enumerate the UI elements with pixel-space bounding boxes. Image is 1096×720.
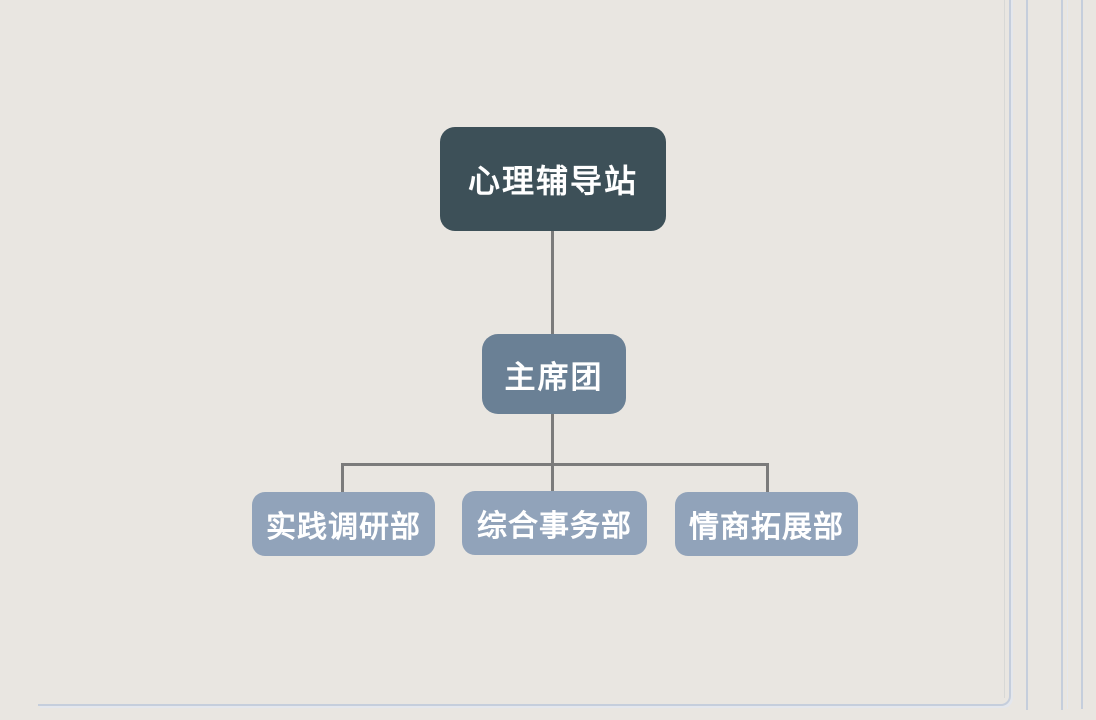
org-node-dept-general-affairs[interactable]: 综合事务部 — [462, 491, 647, 555]
pinstripe-line — [1081, 0, 1083, 709]
org-node-dept-practice-research[interactable]: 实践调研部 — [252, 492, 435, 556]
pinstripe-line — [1067, 0, 1068, 709]
org-node-root[interactable]: 心理辅导站 — [440, 127, 666, 231]
connector-root-to-mid — [551, 230, 554, 335]
pinstripe-line — [1004, 0, 1005, 698]
connector-mid-to-rail — [551, 414, 554, 493]
org-node-presidium[interactable]: 主席团 — [482, 334, 626, 414]
pinstripe-line — [1026, 0, 1028, 710]
connector-rail-to-leaf-1 — [341, 463, 344, 493]
org-node-dept-eq-development[interactable]: 情商拓展部 — [675, 492, 858, 556]
connector-rail-to-leaf-3 — [766, 463, 769, 493]
pinstripe-line — [1061, 0, 1063, 710]
connector-rail — [341, 463, 769, 466]
